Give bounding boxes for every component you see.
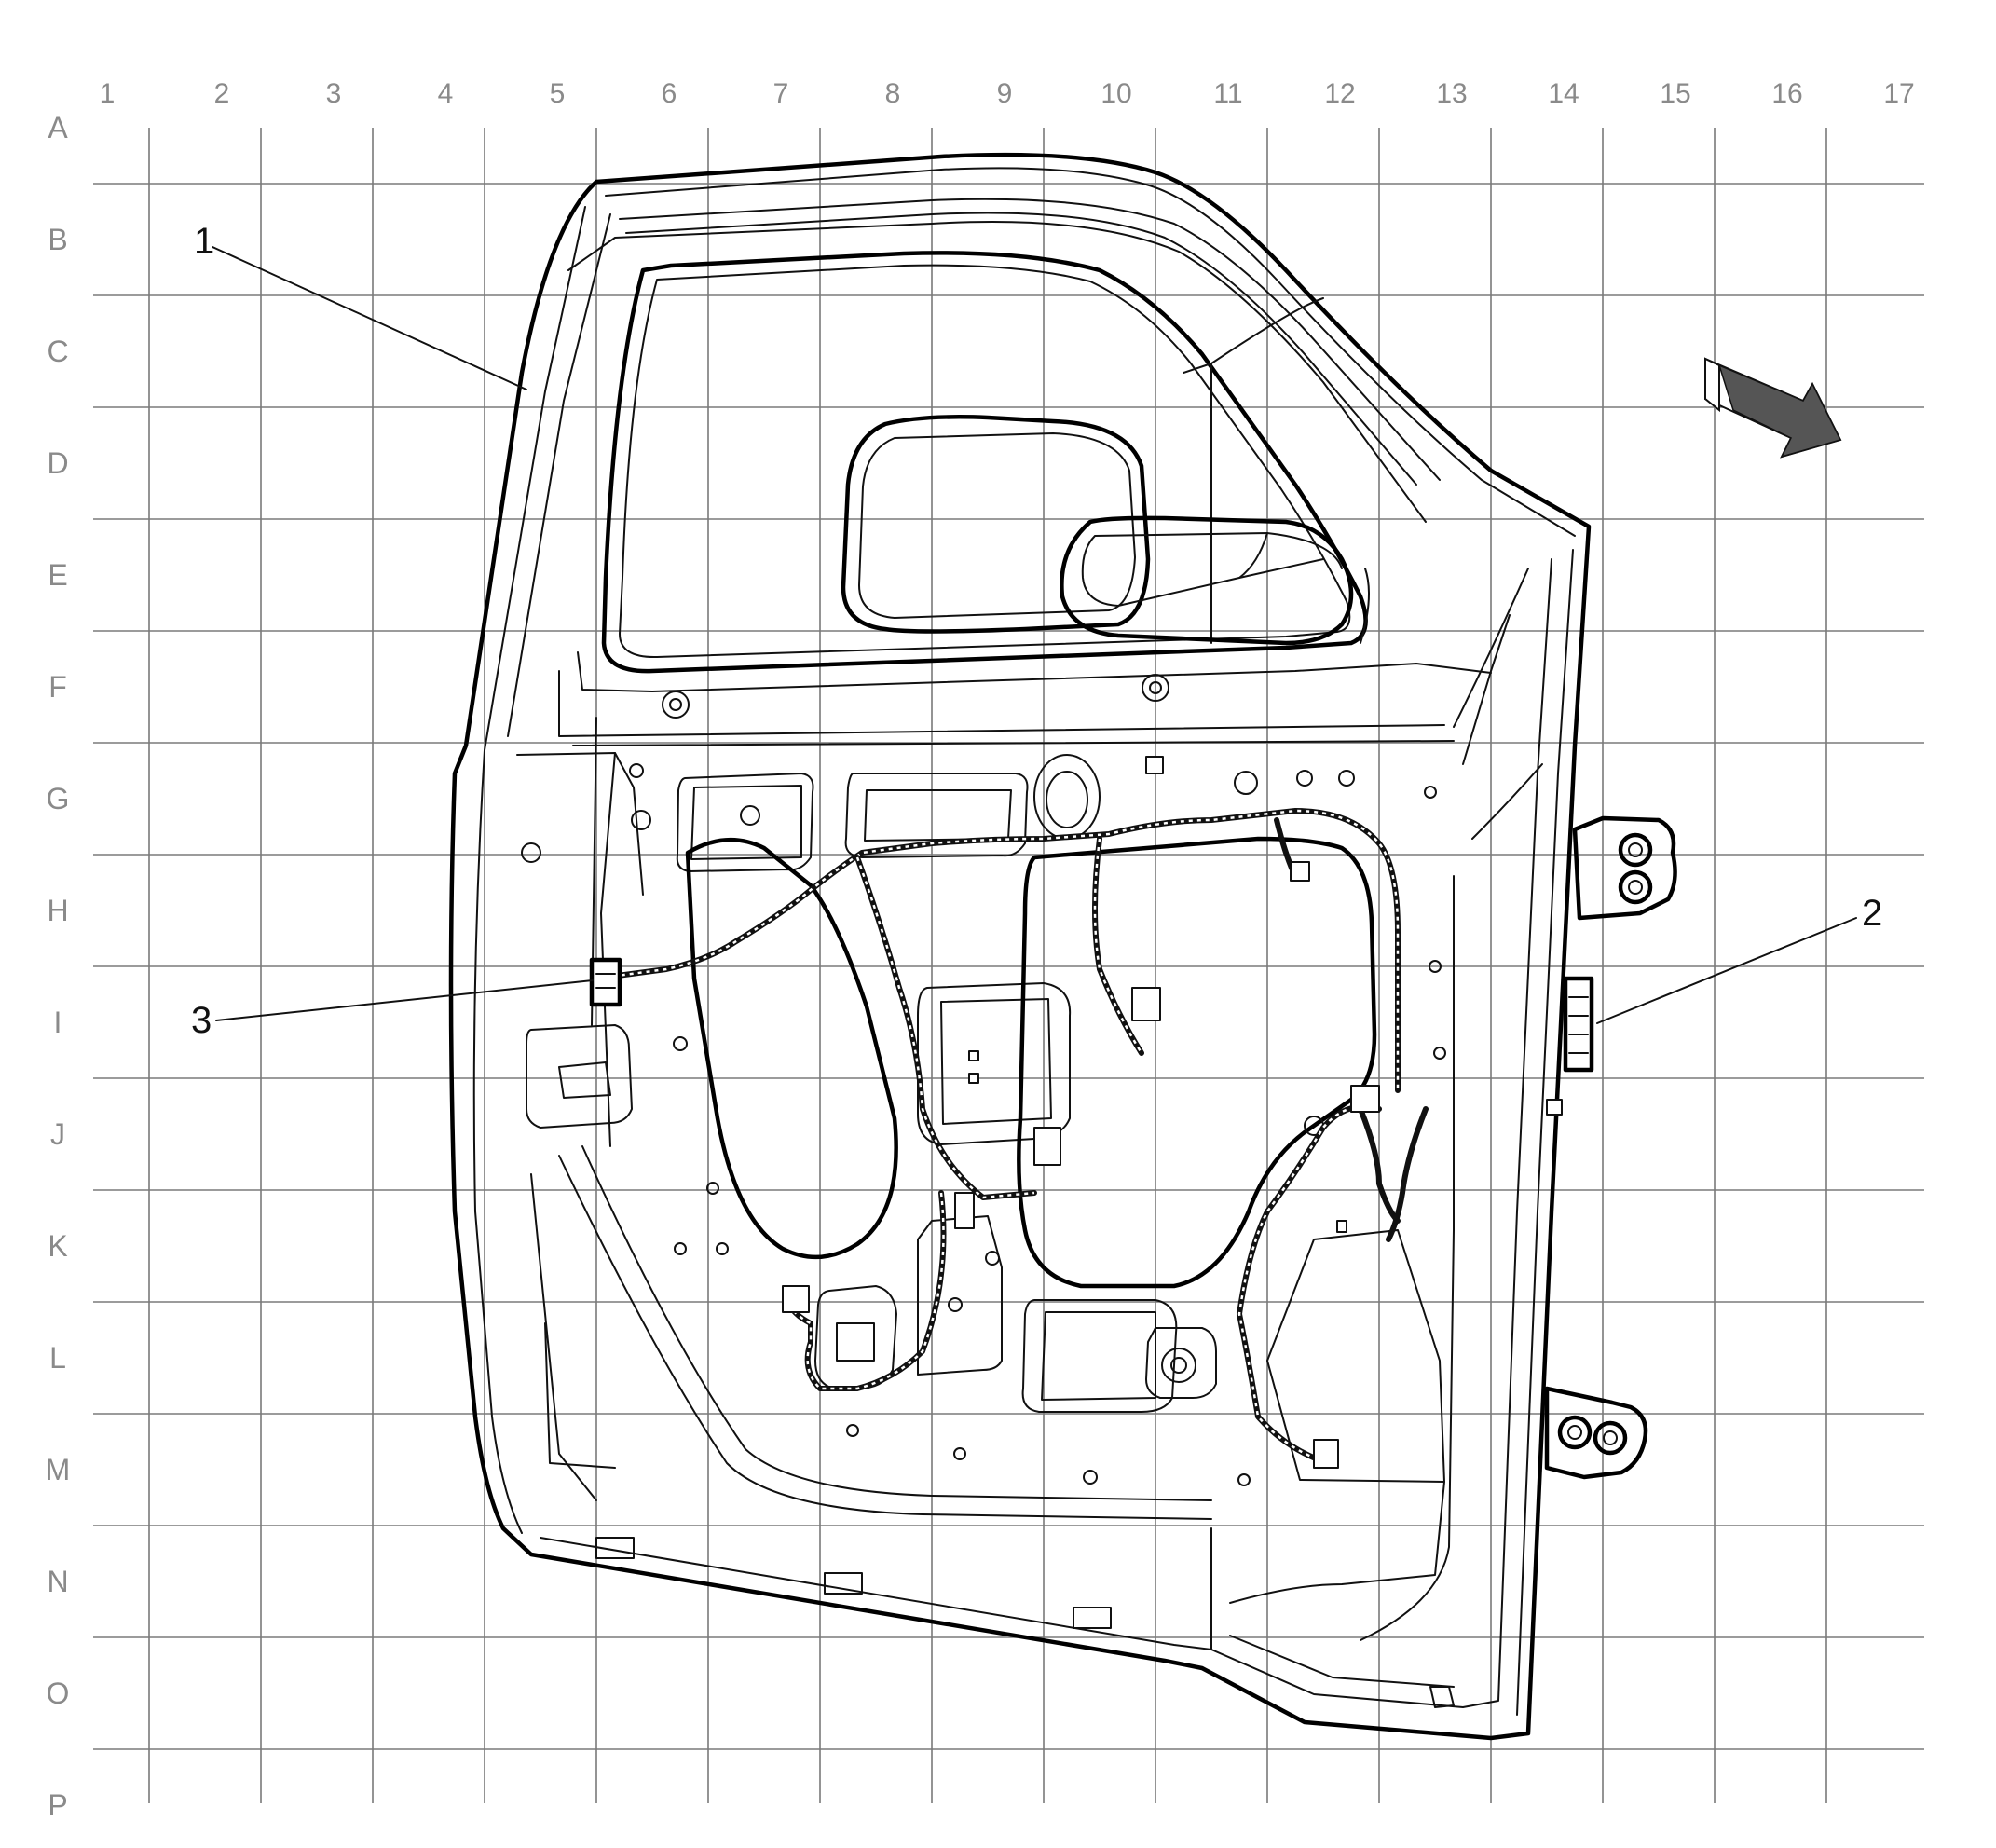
grid-row-label: N	[47, 1565, 68, 1598]
callout-1: 1	[194, 221, 214, 262]
door-outline	[448, 152, 1592, 1741]
grid-row-label: B	[48, 223, 67, 256]
grid-column-label: 13	[1436, 78, 1467, 109]
grid-row-label: M	[46, 1453, 71, 1486]
grid-row-label: H	[47, 894, 68, 927]
grid-row-label: L	[49, 1341, 66, 1375]
grid-column-label: 8	[885, 78, 901, 109]
grid-row-label: J	[50, 1117, 65, 1151]
door-hinges	[1544, 815, 1677, 1480]
grid-row-label: E	[48, 558, 67, 592]
grid-row-labels: A B C D E F G H I J K L M N O P	[46, 111, 71, 1822]
grid-row-label: O	[47, 1677, 70, 1710]
grid-column-label: 16	[1771, 78, 1802, 109]
grid-column-label: 1	[100, 78, 116, 109]
grid-column-label: 17	[1883, 78, 1914, 109]
grid-column-label: 9	[997, 78, 1013, 109]
grid-column-label: 7	[773, 78, 789, 109]
window-frame	[558, 198, 1529, 765]
callout-3: 3	[191, 1000, 212, 1041]
bottom-clips	[595, 1537, 1455, 1708]
grid-column-label: 14	[1548, 78, 1579, 109]
reference-grid	[93, 128, 1924, 1803]
callout-2: 2	[1862, 893, 1882, 934]
grid-row-label: K	[48, 1229, 67, 1263]
view-direction-arrow-icon	[1704, 357, 1842, 459]
inner-panel	[516, 717, 1543, 1650]
grid-column-label: 3	[326, 78, 342, 109]
wiring-harness	[594, 808, 1429, 1466]
grid-column-label: 10	[1101, 78, 1131, 109]
grid-row-label: P	[48, 1788, 67, 1822]
grid-column-label: 2	[214, 78, 230, 109]
grid-row-label: I	[54, 1006, 62, 1039]
side-mirror	[841, 415, 1354, 646]
grid-row-label: D	[47, 446, 68, 480]
grid-row-label: G	[47, 782, 70, 815]
grid-column-label: 4	[438, 78, 454, 109]
grid-column-label: 12	[1324, 78, 1355, 109]
mounting-holes	[521, 674, 1446, 1486]
connectors	[589, 756, 1594, 1469]
grid-column-label: 6	[662, 78, 677, 109]
grid-column-label: 5	[550, 78, 566, 109]
callout-leaders	[212, 246, 1857, 1024]
grid-row-label: F	[48, 670, 67, 704]
grid-row-label: C	[47, 335, 68, 368]
grid-row-label: A	[48, 111, 68, 144]
grid-column-label: 15	[1660, 78, 1690, 109]
grid-column-label: 11	[1213, 78, 1242, 109]
